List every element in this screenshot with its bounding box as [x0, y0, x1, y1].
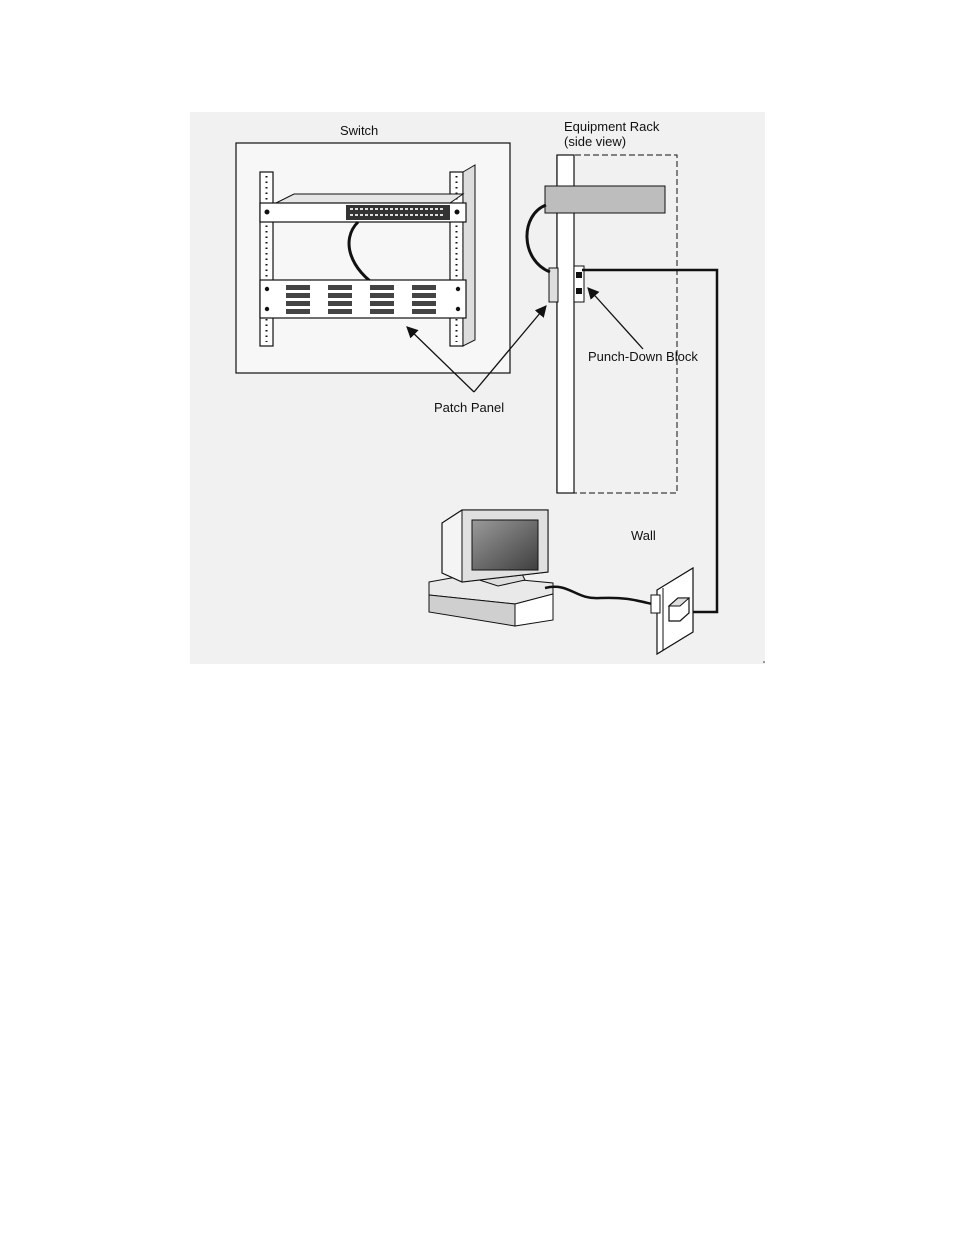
punch-down-block-side-view: [574, 266, 584, 302]
monitor-screen: [472, 520, 538, 570]
patch-panel: [260, 280, 466, 318]
switch-label: Switch: [340, 123, 378, 138]
workstation-computer: [429, 510, 553, 626]
wall-label: Wall: [631, 528, 656, 543]
switch-side-view: [545, 186, 665, 213]
switch-rack-front-view: [236, 143, 510, 373]
patch-panel-side-view: [549, 268, 558, 302]
equipment-rack-sublabel: (side view): [564, 134, 626, 149]
equipment-rack-label: Equipment Rack: [564, 119, 659, 134]
patch-panel-label: Patch Panel: [434, 400, 504, 415]
punch-down-block-label: Punch-Down Block: [588, 349, 698, 364]
switch-unit: [260, 194, 466, 222]
